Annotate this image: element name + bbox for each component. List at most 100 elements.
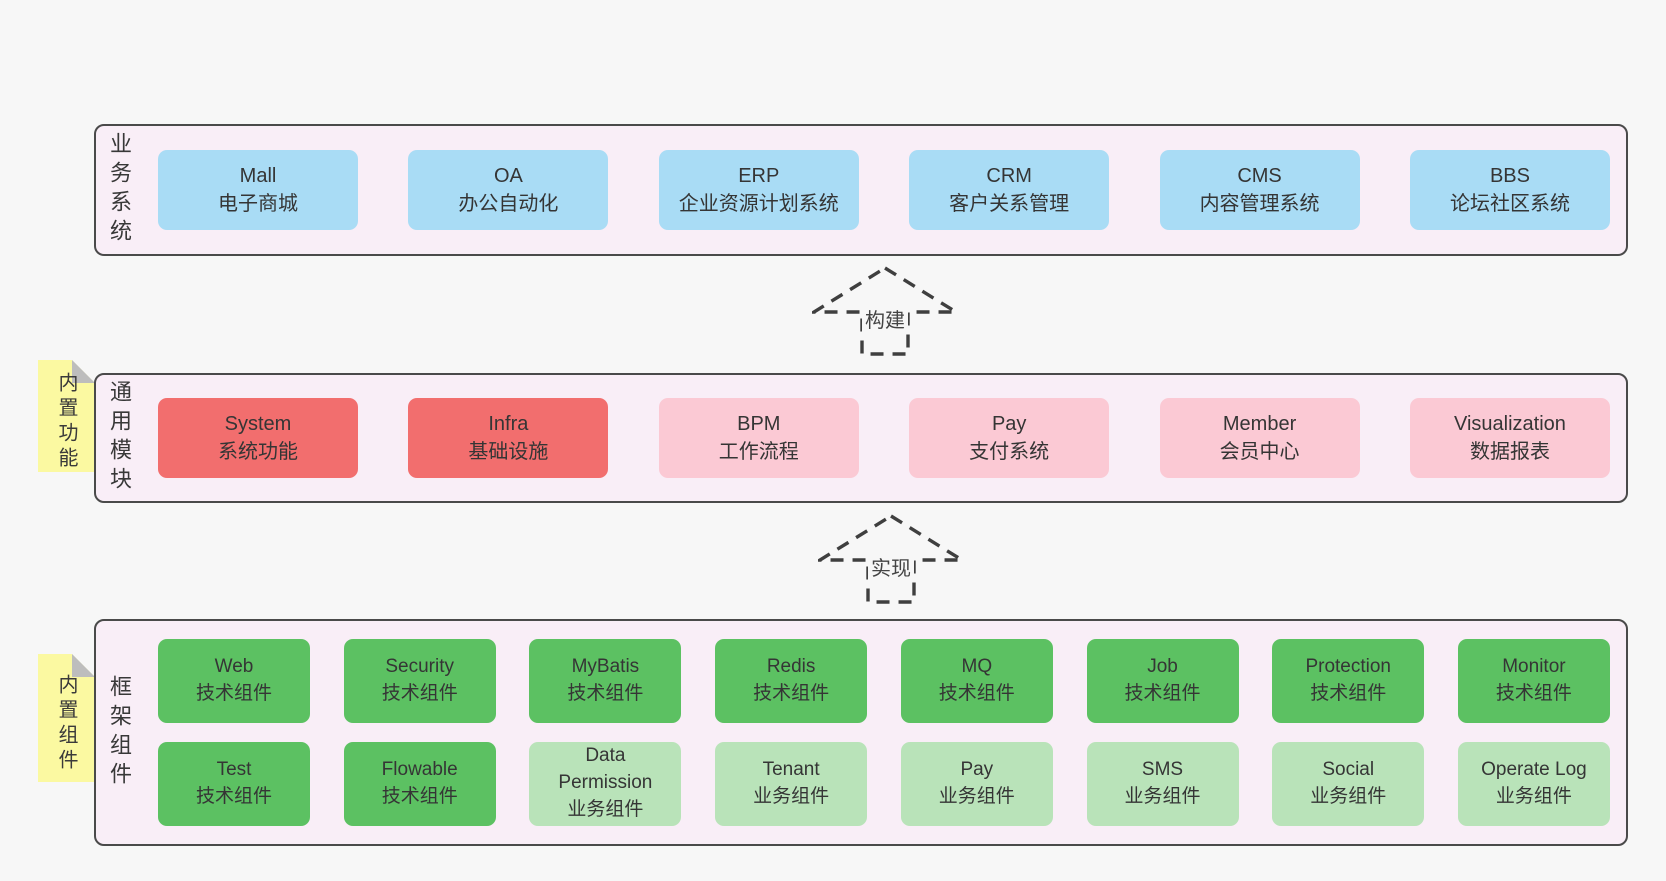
box-oa: OA 办公自动化 bbox=[408, 150, 609, 230]
component-row-1: Web 技术组件 Security 技术组件 MyBatis 技术组件 Redi… bbox=[142, 639, 1626, 724]
box-name: BBS bbox=[1489, 164, 1530, 187]
implement-arrow: 实现 bbox=[818, 514, 964, 604]
box-desc: 技术组件 bbox=[195, 683, 272, 705]
box-name: Mall bbox=[239, 164, 277, 187]
box-mq: MQ 技术组件 bbox=[900, 639, 1053, 724]
band-side-label: 框架组件 bbox=[96, 621, 142, 844]
box-name: Member bbox=[1222, 412, 1297, 435]
box-desc: 技术组件 bbox=[567, 683, 644, 705]
box-desc: 支付系统 bbox=[969, 441, 1050, 463]
box-desc: 基础设施 bbox=[468, 441, 549, 463]
box-bpm: BPM 工作流程 bbox=[658, 398, 859, 478]
box-data-permission: Data Permission 业务组件 bbox=[529, 741, 682, 826]
box-name: Monitor bbox=[1502, 656, 1566, 678]
box-name: ERP bbox=[738, 164, 780, 187]
box-redis: Redis 技术组件 bbox=[715, 639, 868, 724]
box-pay-component: Pay 业务组件 bbox=[900, 741, 1053, 826]
box-name: Tenant bbox=[762, 758, 820, 780]
band-side-label: 通用模块 bbox=[96, 375, 142, 501]
box-name: BPM bbox=[737, 412, 781, 435]
box-name: Social bbox=[1322, 758, 1375, 780]
box-name: Redis bbox=[766, 656, 816, 678]
common-modules-band: 通用模块 System 系统功能 Infra 基础设施 BPM 工作流程 Pay… bbox=[94, 373, 1628, 503]
box-desc: 技术组件 bbox=[1124, 683, 1201, 705]
box-mybatis: MyBatis 技术组件 bbox=[529, 639, 682, 724]
box-desc: 工作流程 bbox=[718, 441, 799, 463]
box-pay-module: Pay 支付系统 bbox=[909, 398, 1110, 478]
arrow-label: 实现 bbox=[868, 552, 914, 581]
box-desc: 系统功能 bbox=[218, 441, 298, 463]
box-desc: 论坛社区系统 bbox=[1449, 193, 1570, 215]
box-web: Web 技术组件 bbox=[158, 639, 310, 724]
box-desc: 办公自动化 bbox=[458, 193, 559, 215]
up-arrow-icon bbox=[818, 514, 964, 604]
box-desc: 企业资源计划系统 bbox=[678, 193, 839, 215]
business-systems-band: 业务系统 Mall 电子商城 OA 办公自动化 ERP 企业资源计划系统 CRM… bbox=[94, 124, 1628, 256]
box-name: System bbox=[224, 412, 292, 435]
box-monitor: Monitor 技术组件 bbox=[1457, 639, 1610, 724]
box-protection: Protection 技术组件 bbox=[1272, 639, 1425, 724]
box-flowable: Flowable 技术组件 bbox=[343, 741, 496, 826]
band-title: 框架组件 bbox=[107, 674, 132, 791]
box-desc: 业务组件 bbox=[1495, 785, 1572, 807]
box-name: MyBatis bbox=[571, 656, 640, 678]
box-desc: 技术组件 bbox=[1495, 683, 1572, 705]
box-name: Flowable bbox=[381, 758, 458, 780]
box-name: OA bbox=[493, 164, 523, 187]
box-name: MQ bbox=[961, 656, 993, 678]
box-name: Data Permission bbox=[558, 745, 653, 794]
box-desc: 技术组件 bbox=[381, 683, 458, 705]
sticky-note-label: 内置组件 bbox=[55, 674, 77, 774]
box-test: Test 技术组件 bbox=[158, 741, 310, 826]
box-desc: 技术组件 bbox=[938, 683, 1015, 705]
box-desc: 业务组件 bbox=[1310, 785, 1387, 807]
box-name: SMS bbox=[1141, 758, 1184, 780]
box-infra: Infra 基础设施 bbox=[408, 398, 609, 478]
box-desc: 技术组件 bbox=[1310, 683, 1387, 705]
box-name: Security bbox=[385, 656, 455, 678]
box-crm: CRM 客户关系管理 bbox=[909, 150, 1110, 230]
sticky-note-built-in-features: 内置功能 bbox=[38, 360, 95, 472]
box-desc: 业务组件 bbox=[1124, 785, 1201, 807]
box-security: Security 技术组件 bbox=[343, 639, 496, 724]
box-social: Social 业务组件 bbox=[1272, 741, 1425, 826]
box-member: Member 会员中心 bbox=[1159, 398, 1360, 478]
box-desc: 技术组件 bbox=[195, 785, 272, 807]
box-name: Web bbox=[214, 656, 254, 678]
framework-components-band: 框架组件 Web 技术组件 Security 技术组件 MyBatis 技术组件… bbox=[94, 619, 1628, 846]
box-desc: 技术组件 bbox=[753, 683, 830, 705]
arrow-label: 构建 bbox=[862, 304, 908, 333]
box-desc: 客户关系管理 bbox=[949, 193, 1070, 215]
box-name: Pay bbox=[960, 758, 994, 780]
box-cms: CMS 内容管理系统 bbox=[1159, 150, 1360, 230]
component-row-2: Test 技术组件 Flowable 技术组件 Data Permission … bbox=[142, 741, 1626, 826]
box-desc: 内容管理系统 bbox=[1199, 193, 1320, 215]
box-desc: 业务组件 bbox=[753, 785, 830, 807]
box-name: Test bbox=[216, 758, 252, 780]
sticky-note-label: 内置功能 bbox=[55, 372, 77, 472]
box-name: Operate Log bbox=[1481, 758, 1587, 780]
box-tenant: Tenant 业务组件 bbox=[715, 741, 868, 826]
box-operate-log: Operate Log 业务组件 bbox=[1457, 741, 1610, 826]
box-system: System 系统功能 bbox=[158, 398, 358, 478]
box-bbs: BBS 论坛社区系统 bbox=[1409, 150, 1610, 230]
sticky-note-built-in-components: 内置组件 bbox=[38, 654, 95, 782]
up-arrow-icon bbox=[812, 266, 958, 356]
box-desc: 数据报表 bbox=[1469, 441, 1550, 463]
box-desc: 会员中心 bbox=[1219, 441, 1300, 463]
band-title: 业务系统 bbox=[107, 132, 132, 248]
box-mall: Mall 电子商城 bbox=[158, 150, 358, 230]
build-arrow: 构建 bbox=[812, 266, 958, 356]
box-name: Job bbox=[1147, 656, 1178, 678]
box-sms: SMS 业务组件 bbox=[1086, 741, 1239, 826]
box-desc: 业务组件 bbox=[938, 785, 1015, 807]
box-name: Visualization bbox=[1453, 412, 1566, 435]
box-name: Pay bbox=[991, 412, 1027, 435]
box-name: CMS bbox=[1237, 164, 1282, 187]
box-name: Infra bbox=[488, 412, 529, 435]
box-erp: ERP 企业资源计划系统 bbox=[658, 150, 859, 230]
box-desc: 业务组件 bbox=[567, 799, 644, 821]
box-desc: 电子商城 bbox=[218, 193, 298, 215]
box-name: Protection bbox=[1305, 656, 1391, 678]
